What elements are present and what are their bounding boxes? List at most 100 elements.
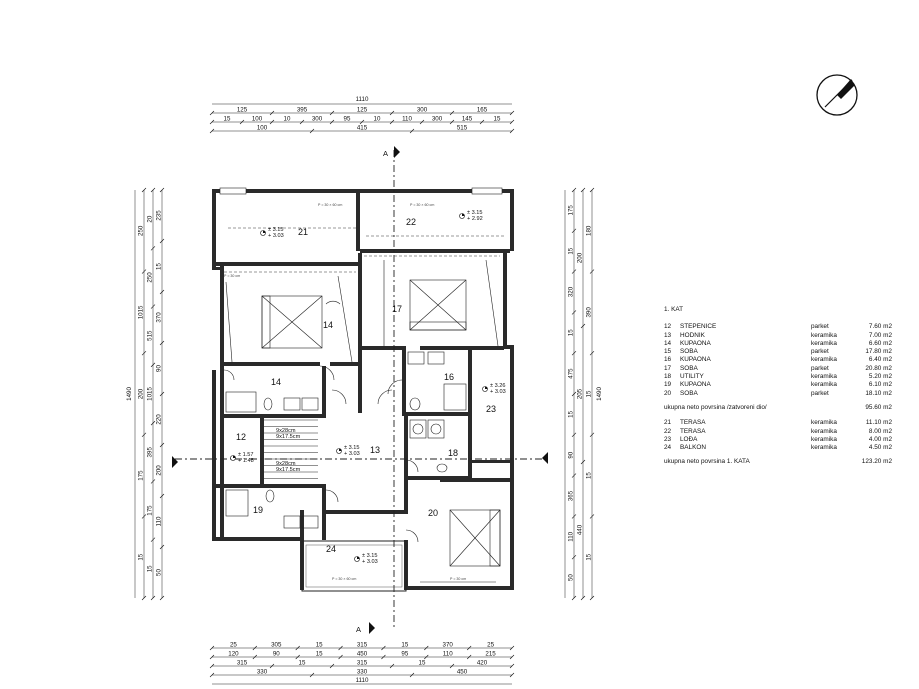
level-21: ± 3.15 + 3.03 — [260, 227, 284, 239]
room-21: 21 — [298, 227, 308, 237]
room-16: 16 — [444, 372, 454, 382]
svg-text:P = 30 × 60 cm: P = 30 × 60 cm — [332, 577, 356, 581]
dimension-label: 315 — [237, 660, 248, 667]
dimension-tick — [252, 645, 258, 651]
dimension-tick — [589, 432, 595, 438]
stair-labels: 9x28cm 9x17.5cm 9x28cm 9x17.5cm — [276, 428, 301, 473]
dimension-tick — [571, 350, 577, 356]
dimension-tick — [466, 654, 472, 660]
room-24: 24 — [326, 544, 336, 554]
dimension-label: 395 — [147, 447, 154, 458]
dimension-label: 90 — [273, 651, 280, 658]
dimension-label: 330 — [257, 669, 268, 676]
dimension-label: 95 — [401, 651, 408, 658]
dimension-label: 415 — [357, 125, 368, 132]
level-23: ± 3.26 + 3.03 — [482, 383, 506, 395]
dimension-label: 390 — [586, 307, 593, 318]
dimension-tick — [589, 269, 595, 274]
dimension-label: 95 — [344, 116, 351, 123]
stair-lower-riser: 9x17.5cm — [276, 467, 301, 473]
dimension-label: 120 — [228, 651, 239, 658]
room-number: 19 — [664, 381, 672, 389]
dimension-label: 180 — [586, 225, 593, 236]
stair-upper-tread: 9x28cm — [276, 428, 296, 434]
dimension-tick — [381, 654, 386, 660]
dimension-label: 25 — [487, 642, 494, 649]
dimension-tick — [509, 663, 515, 669]
dimension-tick — [329, 663, 335, 669]
dimension-tick — [571, 391, 577, 397]
small-notes: P = 30 × 60 cm P = 30 × 60 cm P = 30 cm … — [224, 203, 466, 581]
dimension-tick — [589, 595, 595, 601]
dimension-tick — [150, 187, 156, 193]
room-number: 20 — [664, 389, 672, 397]
room-number: 23 — [664, 435, 672, 443]
room-area: 6.40 m2 — [868, 356, 892, 364]
dimension-tick — [509, 128, 515, 134]
dimension-label: 205 — [577, 388, 584, 399]
dimension-label: 440 — [577, 524, 584, 535]
dimension-label: 15 — [401, 642, 408, 649]
dimension-label: 315 — [357, 660, 368, 667]
room-name: UTILITY — [680, 373, 704, 381]
room-area: 20.80 m2 — [865, 364, 892, 372]
room-area: 17.80 m2 — [865, 348, 892, 356]
outer-walls — [212, 187, 514, 592]
svg-text:+ 3.03: + 3.03 — [344, 451, 360, 457]
dimension-tick — [580, 459, 586, 465]
north-arrow-icon — [816, 74, 858, 116]
dimension-label: 15 — [568, 329, 575, 336]
section-marker-bottom: A — [356, 622, 375, 634]
dimension-label: 200 — [156, 465, 163, 476]
dimension-label: 25 — [230, 642, 237, 649]
dimension-tick — [509, 110, 515, 116]
svg-text:+ 3.03: + 3.03 — [490, 389, 506, 395]
floor-type: keramika — [811, 339, 837, 347]
svg-text:+ 2.92: + 2.92 — [467, 216, 483, 222]
dimension-tick — [269, 110, 275, 116]
dimension-tick — [141, 514, 147, 519]
room-number: 16 — [664, 356, 672, 364]
level-13: ± 3.15 + 3.03 — [336, 445, 360, 457]
dimension-tick — [150, 420, 156, 426]
dimension-tick — [571, 310, 577, 315]
dimension-label: 15 — [316, 651, 323, 658]
dimension-tick — [424, 654, 429, 660]
dimension-tick — [309, 128, 315, 134]
dimension-tick — [571, 514, 577, 519]
dimension-tick — [409, 128, 415, 134]
dimension-label: 300 — [417, 107, 428, 114]
room-number: 14 — [664, 339, 672, 347]
dimension-label: 15 — [419, 660, 426, 667]
dimension-tick — [509, 645, 515, 651]
dimension-tick — [239, 119, 245, 125]
dimension-tick — [141, 187, 147, 193]
dimension-label: 215 — [485, 651, 496, 658]
total-label: ukupna neto povrsina 1. KATA — [664, 458, 750, 466]
dimension-label: 450 — [357, 651, 368, 658]
floor-type: keramika — [811, 419, 837, 427]
room-name: STEPENICE — [680, 323, 717, 331]
room-name: TERASA — [680, 419, 706, 427]
room-area: 8.00 m2 — [868, 427, 892, 435]
legend-total: ukupna neto povrsina 1. KATA 123.20 m2 — [664, 458, 892, 466]
room-name: KUPAONA — [680, 339, 711, 347]
dimension-tick — [449, 119, 455, 125]
section-marker-top: A — [383, 146, 400, 158]
section-line — [175, 150, 548, 630]
dimension-label: 15 — [138, 553, 145, 560]
dimension-tick — [159, 289, 165, 295]
room-name: SOBA — [680, 364, 698, 372]
room-area: 11.10 m2 — [865, 419, 892, 427]
dimension-label: 90 — [156, 365, 163, 372]
dimension-label: 515 — [147, 330, 154, 341]
dimension-tick — [209, 128, 215, 134]
